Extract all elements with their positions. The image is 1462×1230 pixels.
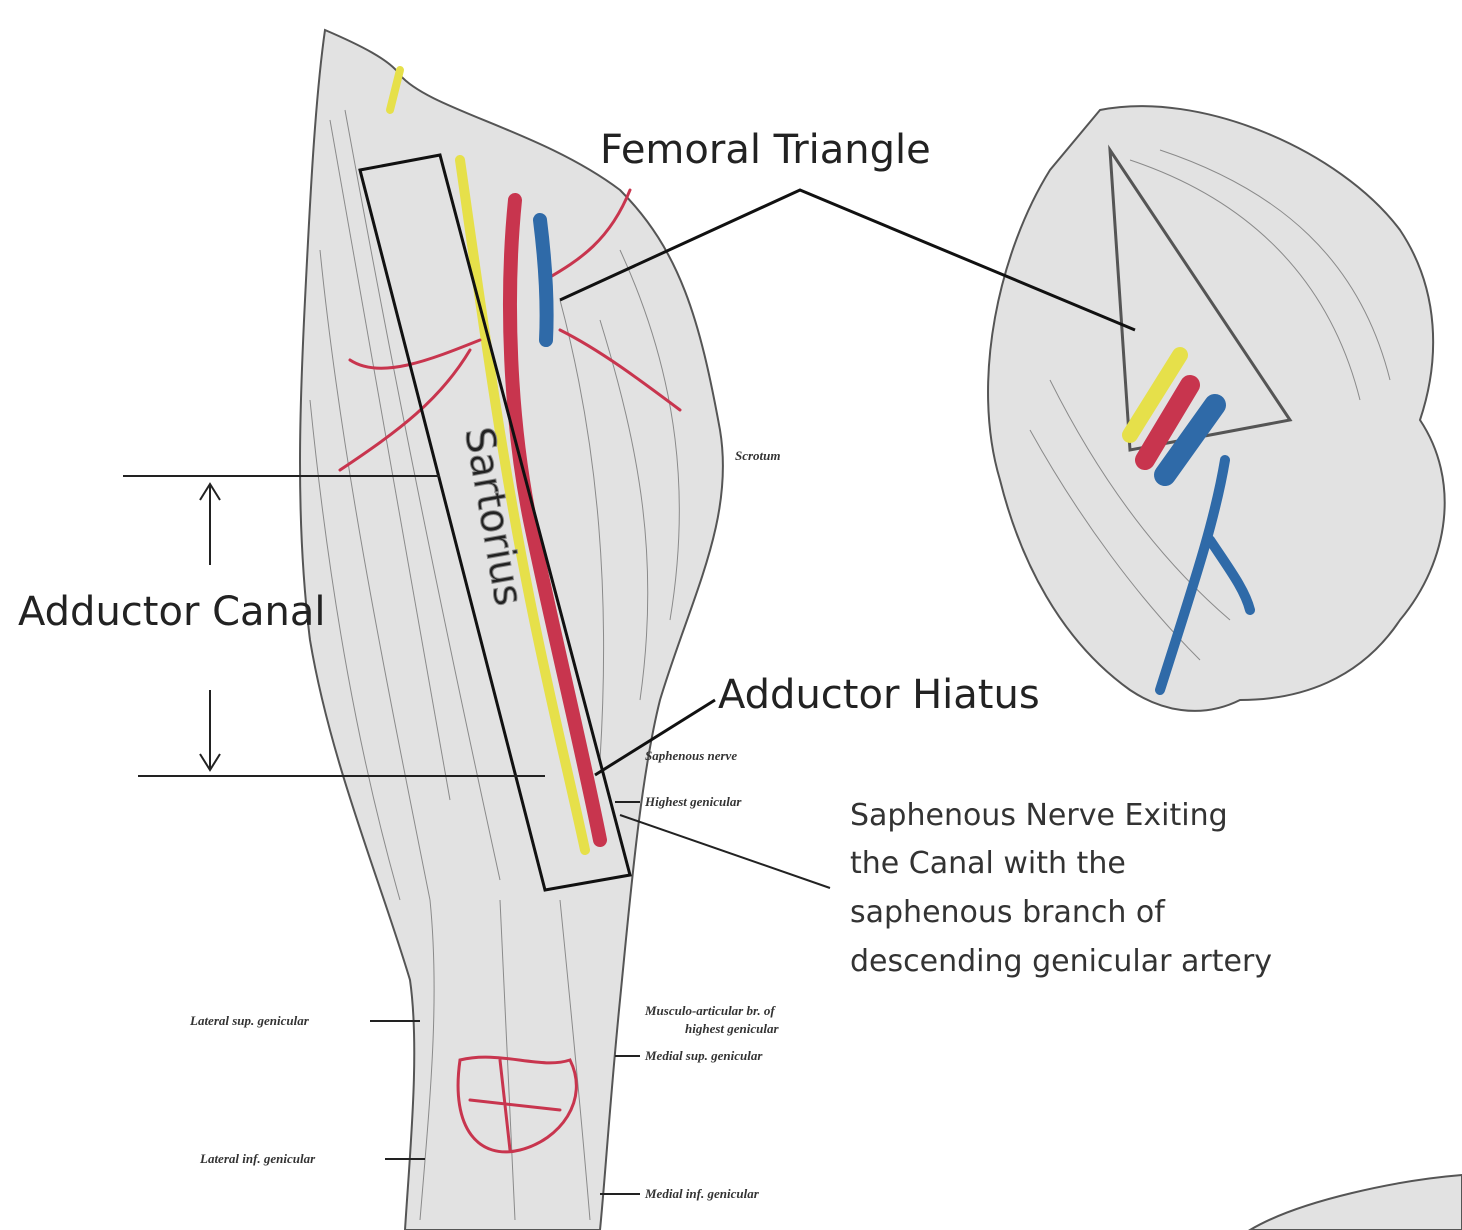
musculo-articular-label: Musculo-articular br. of xyxy=(644,1003,776,1018)
highest-genicular-label: Highest genicular xyxy=(644,794,742,809)
adductor-hiatus-label: Adductor Hiatus xyxy=(718,672,1040,718)
saphenous-exit-line-4: descending genicular artery xyxy=(850,944,1272,979)
saphenous-exit-line-3: saphenous branch of xyxy=(850,895,1166,930)
saphenous-exit-line-2: the Canal with the xyxy=(850,846,1126,881)
medial-inf-genicular-label: Medial inf. genicular xyxy=(644,1186,760,1201)
femoral-triangle-inset xyxy=(988,106,1462,1230)
lateral-inf-genicular-label: Lateral inf. genicular xyxy=(199,1151,316,1166)
lateral-sup-genicular-label: Lateral sup. genicular xyxy=(189,1013,310,1028)
medial-sup-genicular-label: Medial sup. genicular xyxy=(644,1048,763,1063)
femoral-triangle-label: Femoral Triangle xyxy=(600,127,931,173)
bottom-right-curve xyxy=(1250,1175,1462,1230)
scrotum-label: Scrotum xyxy=(735,448,781,463)
saphenous-nerve-label: Saphenous nerve xyxy=(645,748,737,763)
musculo-articular-label-2: highest genicular xyxy=(685,1021,779,1036)
saphenous-exit-line-1: Saphenous Nerve Exiting xyxy=(850,798,1228,833)
saphenous-exit-pointer xyxy=(620,815,830,888)
femoral-vein xyxy=(540,220,547,340)
saphenous-exit-label: Saphenous Nerve Exiting the Canal with t… xyxy=(850,798,1272,979)
adductor-canal-label: Adductor Canal xyxy=(18,589,326,635)
